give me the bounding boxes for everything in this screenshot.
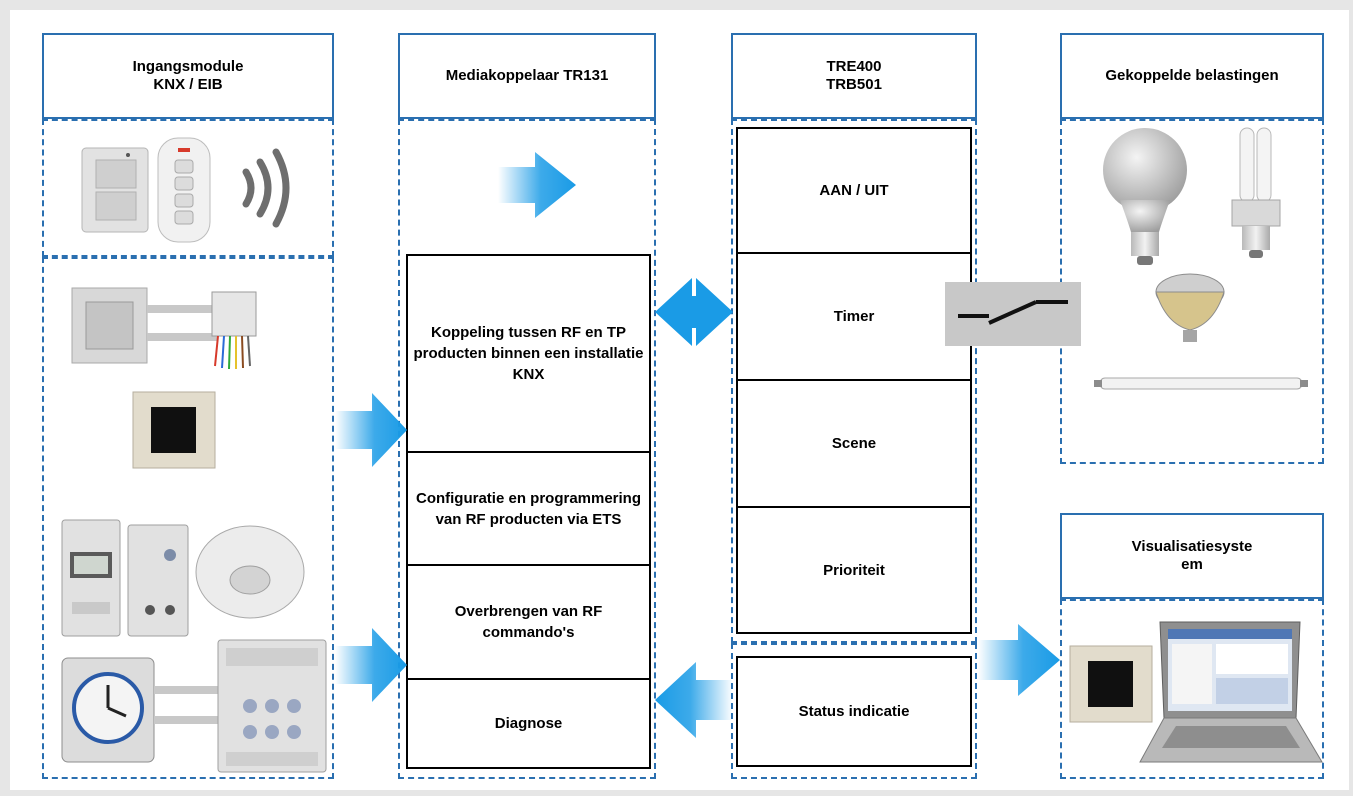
- modules-functions-group: [731, 119, 977, 643]
- status-indication-cell: Status indicatie: [736, 656, 972, 767]
- status-arrow-icon: [655, 662, 733, 738]
- visualisation-column-header: Visualisatiesyste em: [1060, 513, 1324, 599]
- loads-column-header: Gekoppelde belastingen: [1060, 33, 1324, 119]
- tp-inputs-group: [42, 257, 334, 779]
- modules-column-header: TRE400 TRB501: [731, 33, 977, 119]
- coupler-function-config: Configuratie en programmering van RF pro…: [406, 451, 651, 566]
- module-function-timer: Timer: [736, 252, 972, 381]
- visualisation-group: [1060, 599, 1324, 779]
- input-column-header: Ingangsmodule KNX / EIB: [42, 33, 334, 119]
- bidirectional-arrow-icon: [655, 278, 733, 346]
- frame-border-left: [0, 0, 10, 796]
- input-arrow-lower-icon: [335, 628, 407, 702]
- frame-border-bottom: [0, 790, 1353, 796]
- coupler-function-diagnose: Diagnose: [406, 678, 651, 769]
- module-function-onoff: AAN / UIT: [736, 127, 972, 254]
- coupler-column-header: Mediakoppelaar TR131: [398, 33, 656, 119]
- coupler-function-rf-tp: Koppeling tussen RF en TP producten binn…: [406, 254, 651, 453]
- visualisation-arrow-icon: [978, 624, 1060, 696]
- coupler-function-commands: Overbrengen van RF commando's: [406, 564, 651, 680]
- rf-inputs-group: [42, 119, 334, 257]
- module-function-scene: Scene: [736, 379, 972, 508]
- loads-group: [1060, 119, 1324, 464]
- frame-border-top: [0, 0, 1353, 10]
- module-function-priority: Prioriteit: [736, 506, 972, 634]
- frame-border-right: [1349, 0, 1353, 796]
- input-arrow-upper-icon: [335, 393, 407, 467]
